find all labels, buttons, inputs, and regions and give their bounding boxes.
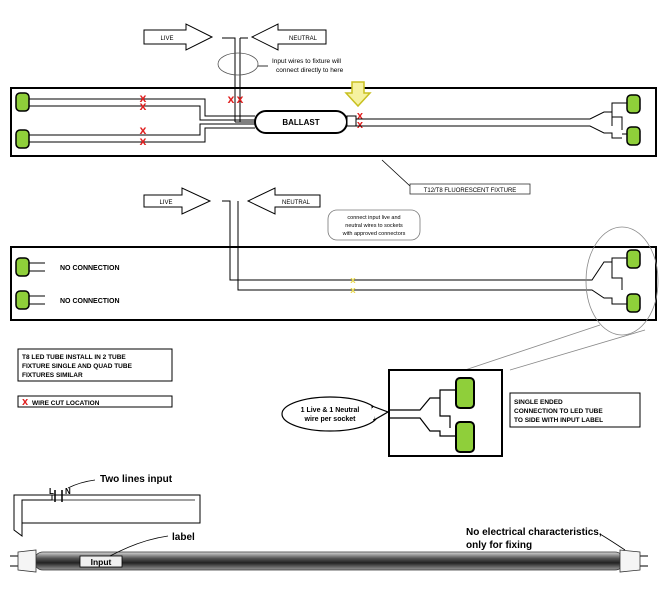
cut-mark: X (228, 96, 235, 106)
neutral-label-1: NEUTRAL (289, 36, 318, 42)
input-note-line2: connect directly to here (276, 67, 344, 74)
magnifier-line (509, 329, 646, 371)
left-end-cap (17, 549, 37, 573)
cut-mark: X (237, 96, 244, 106)
detail-box (388, 369, 503, 457)
right-end-cap (619, 549, 641, 573)
wire-cut-label: WIRE CUT LOCATION (32, 400, 100, 407)
cut-mark: X (140, 127, 147, 137)
no-elec-line1: No electrical characteristics, (466, 527, 602, 538)
connection-circle (217, 52, 259, 76)
right-sockets-2 (622, 249, 641, 313)
socket (626, 249, 641, 269)
socket (626, 94, 641, 114)
input-wires-1 (222, 37, 248, 122)
socket (626, 293, 641, 313)
callout-label (109, 535, 169, 557)
neutral-arrow-1: NEUTRAL (250, 23, 327, 51)
bubble-line1: 1 Live & 1 Neutral (301, 407, 360, 414)
callout-two-lines (67, 479, 96, 489)
diagram-fluorescent-fixture: LIVE NEUTRAL Input wires to fixture will… (10, 23, 657, 195)
input-label-box (79, 555, 123, 568)
install-line2: FIXTURE SINGLE AND QUAD TUBE (22, 363, 133, 370)
right-wires-1 (356, 102, 623, 139)
detail-view: 1 Live & 1 Neutral wire per socket SINGL… (281, 369, 641, 457)
callout-no-elec (599, 533, 626, 551)
fixture-housing (14, 494, 201, 524)
bubble-line2: wire per socket (304, 416, 357, 423)
live-arrow-1: LIVE (143, 23, 214, 51)
label-caption: label (172, 532, 195, 543)
install-note-box (17, 348, 173, 382)
l-label: L (49, 487, 54, 496)
fixture-box-1 (10, 87, 657, 157)
install-line3: FIXTURES SIMILAR (22, 372, 83, 379)
right-sockets-1 (622, 94, 641, 146)
neutral-arrow-2: NEUTRAL (246, 187, 321, 215)
socket (15, 257, 30, 277)
left-sockets-1 (15, 92, 30, 149)
connector-mark: X (350, 277, 356, 285)
no-connection-2: NO CONNECTION (60, 298, 120, 305)
input-wires-2 (222, 200, 623, 305)
fixture-label-box (409, 183, 531, 195)
cut-mark: X (357, 112, 364, 121)
install-line1: T8 LED TUBE INSTALL IN 2 TUBE (22, 354, 126, 361)
ballast-label: BALLAST (282, 118, 319, 127)
single-line1: SINGLE ENDED (514, 399, 563, 406)
single-line3: TO SIDE WITH INPUT LABEL (514, 417, 603, 424)
diagram-led-retrofit: LIVE NEUTRAL connect input live and neut… (10, 187, 659, 371)
fixture-label: T12/T8 FLUORESCENT FIXTURE (424, 188, 517, 194)
input-label: Input (91, 557, 112, 567)
live-label-1: LIVE (160, 36, 173, 42)
cut-mark: X (140, 95, 147, 105)
magnifier-line (464, 324, 601, 371)
speech-bubble (281, 396, 379, 432)
wire-cut-x: X (22, 398, 29, 407)
left-sockets-2 (15, 257, 45, 310)
tube-body (33, 551, 625, 571)
live-label-2: LIVE (159, 200, 172, 206)
no-connection-1: NO CONNECTION (60, 265, 120, 272)
detail-socket (455, 377, 475, 409)
socket (15, 129, 30, 149)
socket (626, 126, 641, 146)
connector-mark: X (350, 287, 356, 295)
two-lines-input: Two lines input (100, 474, 173, 485)
detail-socket (455, 421, 475, 453)
socket (15, 290, 30, 310)
no-elec-line2: only for fixing (466, 540, 532, 551)
led-tube-illustration: L N Two lines input Input label No elect… (10, 474, 648, 573)
ballast: BALLAST (254, 110, 357, 134)
single-ended-box (509, 392, 641, 428)
connect-note-line2: neutral wires to sockets (345, 223, 403, 229)
connect-note-box (327, 209, 421, 241)
n-label: N (65, 487, 71, 496)
connect-note-line3: with approved connectors (342, 231, 406, 237)
live-arrow-2: LIVE (143, 187, 212, 215)
cut-mark: X (140, 103, 147, 113)
wire-cut-box (17, 395, 173, 408)
fixture-box-2 (10, 246, 657, 321)
callout-line-fixture (381, 159, 411, 187)
legend: T8 LED TUBE INSTALL IN 2 TUBE FIXTURE SI… (17, 348, 173, 408)
left-wires-1 (29, 98, 255, 143)
magnifier-circle (585, 226, 659, 336)
yellow-arrow (344, 81, 372, 108)
connect-note-line1: connect input live and (347, 215, 400, 221)
neutral-label-2: NEUTRAL (282, 200, 311, 206)
detail-wires (389, 389, 456, 437)
cut-mark: X (140, 138, 147, 148)
socket (15, 92, 30, 112)
single-line2: CONNECTION TO LED TUBE (514, 408, 603, 415)
input-note-line1: Input wires to fixture will (272, 58, 342, 65)
